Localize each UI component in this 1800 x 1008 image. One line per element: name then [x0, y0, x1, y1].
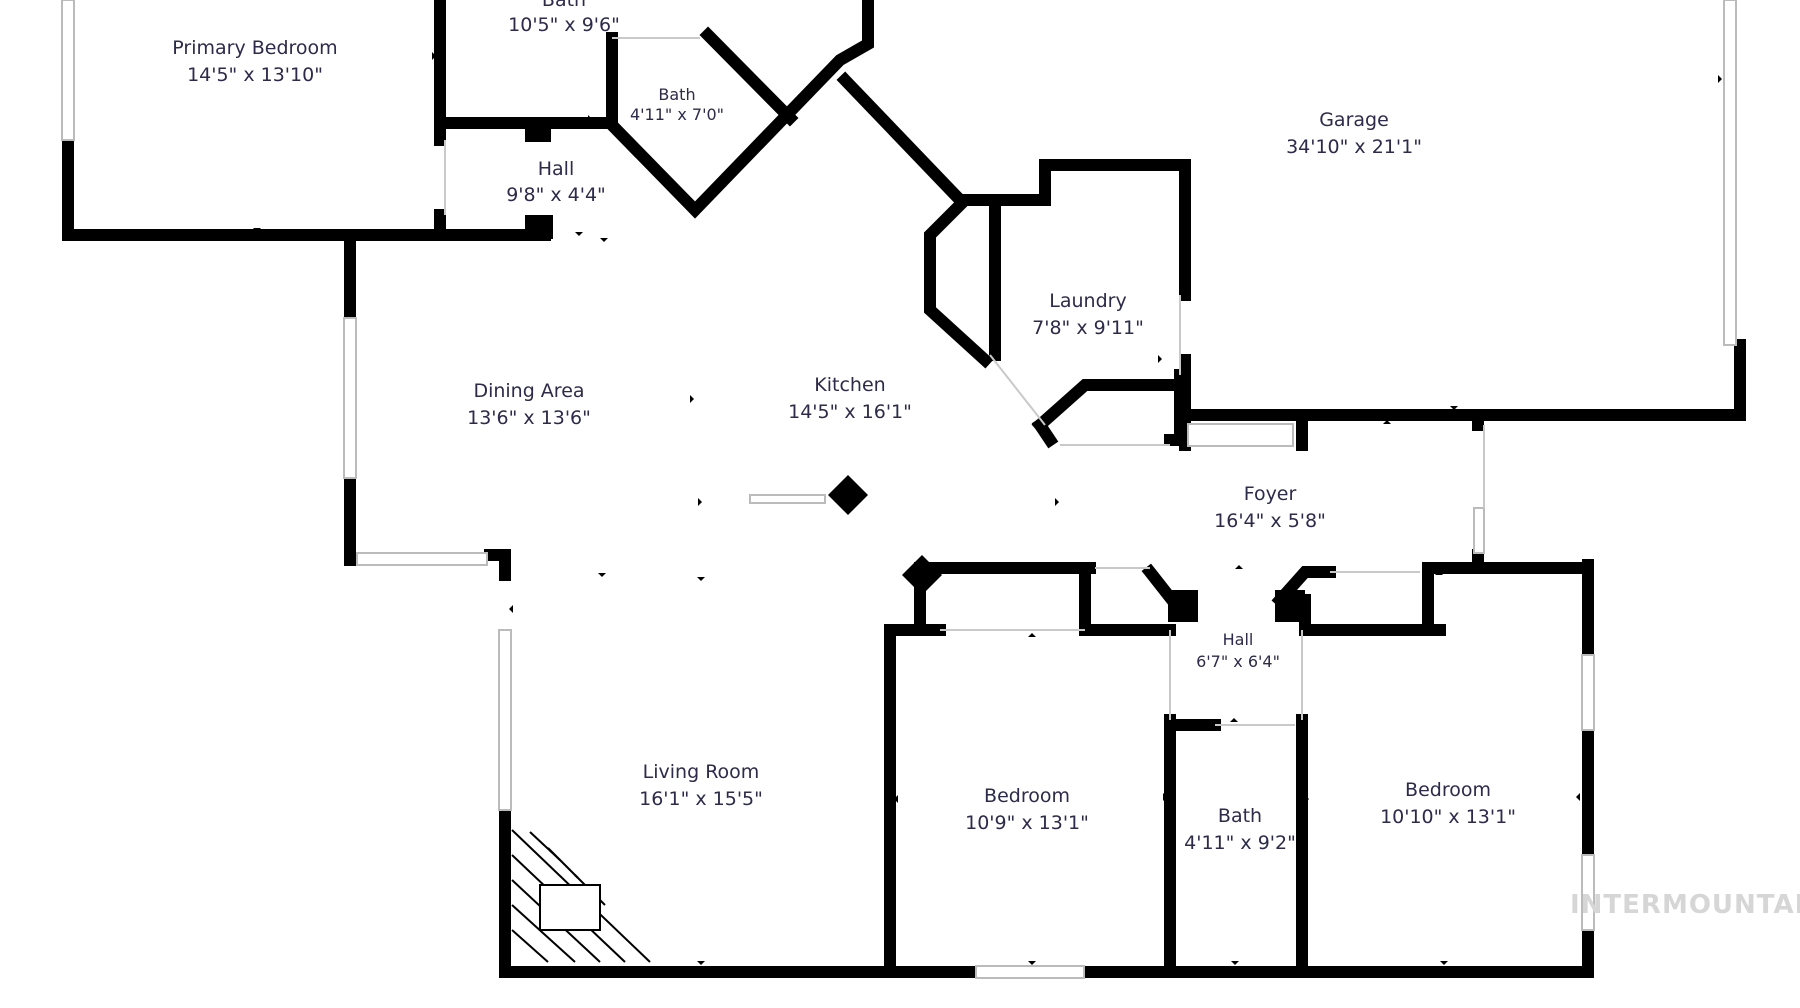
- room-dims-garage: 34'10" x 21'1": [1286, 136, 1422, 158]
- room-name-dining-area: Dining Area: [473, 380, 584, 402]
- tick-marks: [253, 52, 1722, 965]
- room-name-hall-upper: Hall: [538, 158, 575, 180]
- room-name-laundry: Laundry: [1049, 290, 1126, 312]
- room-labels: Primary Bedroom 14'5" x 13'10" Bath 10'5…: [172, 0, 1516, 854]
- room-dims-bedroom-1: 10'9" x 13'1": [965, 812, 1089, 834]
- room-dims-bath-lower: 4'11" x 9'2": [1184, 832, 1296, 854]
- watermark-logo: INTERMOUNTAIN: [1570, 890, 1800, 920]
- room-dims-bath-small: 4'11" x 7'0": [630, 105, 724, 124]
- room-dims-laundry: 7'8" x 9'11": [1032, 317, 1144, 339]
- room-name-garage: Garage: [1319, 109, 1389, 131]
- room-name-bedroom-1: Bedroom: [984, 785, 1070, 807]
- room-dims-bedroom-2: 10'10" x 13'1": [1380, 806, 1516, 828]
- room-dims-primary-bedroom: 14'5" x 13'10": [187, 64, 323, 86]
- walls: [62, 0, 1746, 978]
- room-name-bath-small: Bath: [658, 85, 695, 104]
- room-dims-kitchen: 14'5" x 16'1": [788, 401, 912, 423]
- openings: [61, 0, 1737, 979]
- fireplace-hatch: [511, 829, 651, 963]
- room-dims-living-room: 16'1" x 15'5": [639, 788, 763, 810]
- room-dims-dining-area: 13'6" x 13'6": [467, 407, 591, 429]
- room-name-bedroom-2: Bedroom: [1405, 779, 1491, 801]
- room-name-kitchen: Kitchen: [814, 374, 885, 396]
- room-dims-bath-upper: 10'5" x 9'6": [508, 14, 620, 36]
- room-dims-hall-upper: 9'8" x 4'4": [506, 184, 606, 206]
- posts: [525, 122, 1305, 622]
- room-name-hall-lower: Hall: [1223, 630, 1254, 649]
- room-name-living-room: Living Room: [643, 761, 760, 783]
- room-name-primary-bedroom: Primary Bedroom: [172, 37, 337, 59]
- room-name-bath-lower: Bath: [1218, 805, 1262, 827]
- room-dims-foyer: 16'4" x 5'8": [1214, 510, 1326, 532]
- room-dims-hall-lower: 6'7" x 6'4": [1196, 652, 1280, 671]
- room-name-foyer: Foyer: [1244, 483, 1297, 505]
- room-name-bath-upper: Bath: [542, 0, 586, 11]
